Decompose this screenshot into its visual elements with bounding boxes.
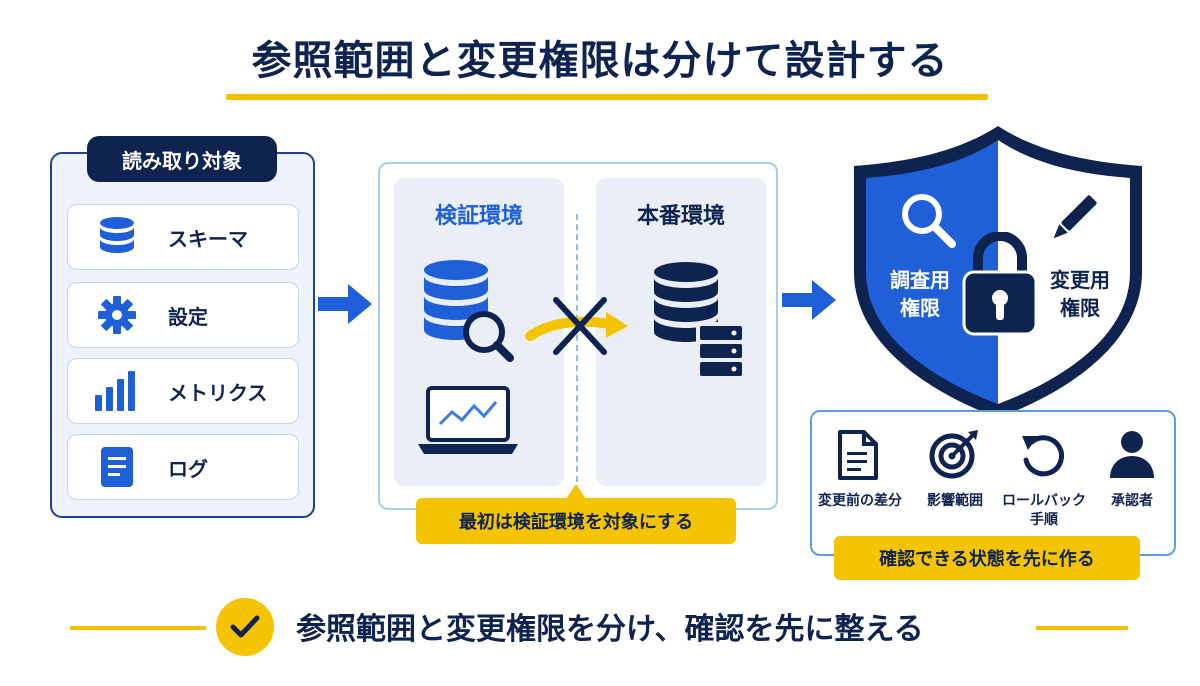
database-search-icon bbox=[424, 260, 514, 362]
lock-icon bbox=[962, 232, 1038, 336]
verification-first-callout: 最初は検証環境を対象にする bbox=[416, 498, 736, 544]
check-label: ロールバック 手順 bbox=[1002, 493, 1086, 528]
summary-text: 参照範囲と変更権限を分け、確認を先に整える bbox=[296, 612, 924, 647]
check-label: 影響範囲 bbox=[927, 493, 983, 509]
change-permission-label: 変更用 権限 bbox=[1050, 268, 1110, 320]
check-label: 変更前の差分 bbox=[818, 493, 902, 509]
read-target-label: ログ bbox=[168, 456, 208, 481]
blocked-arrow-icon bbox=[525, 297, 628, 355]
rollback-icon bbox=[1022, 435, 1064, 477]
database-server-icon bbox=[654, 262, 744, 380]
right-arrow-icon bbox=[782, 280, 836, 320]
check-icon bbox=[216, 598, 274, 656]
check-label: 承認者 bbox=[1111, 493, 1153, 509]
bar-chart-icon bbox=[82, 371, 152, 411]
title-underline bbox=[226, 94, 988, 100]
read-target-label: 設定 bbox=[168, 304, 208, 329]
investigate-permission-label: 調査用 権限 bbox=[890, 268, 950, 320]
pencil-icon bbox=[1053, 195, 1097, 239]
summary-line-right bbox=[1036, 626, 1128, 630]
gear-icon bbox=[82, 294, 152, 336]
document-icon bbox=[82, 446, 152, 488]
read-target-logs: ログ bbox=[67, 434, 299, 500]
verification-env-title: 検証環境 bbox=[434, 204, 523, 229]
callout-pointer bbox=[566, 484, 586, 499]
search-icon bbox=[902, 194, 956, 248]
target-icon bbox=[929, 430, 978, 479]
right-arrow-icon bbox=[318, 284, 372, 324]
read-target-metrics: メトリクス bbox=[67, 358, 299, 424]
env-divider bbox=[576, 214, 578, 482]
checks-panel bbox=[810, 410, 1176, 556]
prepare-first-callout: 確認できる状態を先に作る bbox=[834, 536, 1140, 580]
read-target-settings: 設定 bbox=[67, 282, 299, 348]
database-icon bbox=[82, 215, 152, 259]
production-env-title: 本番環境 bbox=[636, 204, 725, 229]
document-icon bbox=[838, 430, 878, 480]
page-title: 参照範囲と変更権限は分けて設計する bbox=[251, 38, 949, 84]
read-target-label: メトリクス bbox=[168, 380, 268, 405]
read-targets-heading: 読み取り対象 bbox=[87, 136, 277, 182]
read-target-schema: スキーマ bbox=[67, 204, 299, 270]
read-target-label: スキーマ bbox=[168, 226, 248, 251]
laptop-chart-icon bbox=[418, 386, 518, 454]
summary-line-left bbox=[70, 626, 206, 630]
user-icon bbox=[1110, 431, 1154, 478]
